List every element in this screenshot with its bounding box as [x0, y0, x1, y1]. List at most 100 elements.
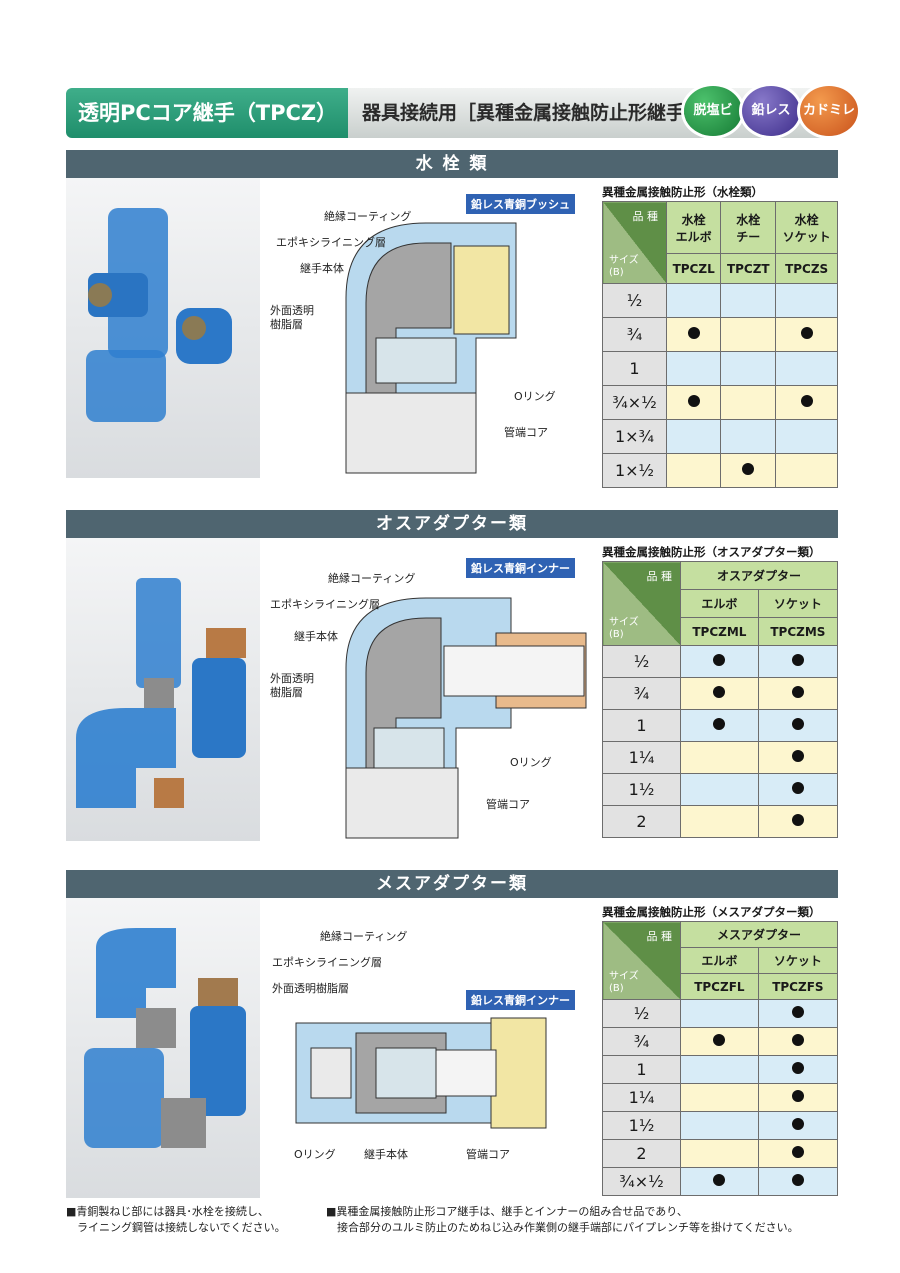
mark-cell: [757, 1027, 839, 1056]
mark-cell: [775, 385, 838, 420]
col-code: TPCZML: [680, 617, 759, 646]
size-cell: ¾: [602, 1027, 681, 1056]
label-o-ring: Oリング: [510, 756, 552, 769]
table-row: 1: [602, 351, 838, 386]
mark-cell: [720, 453, 777, 488]
available-dot-icon: [791, 718, 804, 730]
mark-cell: [665, 283, 722, 318]
mark-cell: [775, 317, 838, 352]
mark-cell: [680, 741, 759, 774]
mark-cell: [680, 999, 759, 1028]
table-row: 1½: [602, 1111, 839, 1140]
mark-cell: [757, 1111, 839, 1140]
available-dot-icon: [791, 1006, 804, 1018]
elbow-diagram-icon: [345, 597, 587, 839]
note-left: ■青銅製ねじ部には器具･水栓を接続し、 ライニング鋼管は接続しないでください。: [66, 1205, 286, 1234]
available-dot-icon: [791, 686, 804, 698]
col-header: エルボ: [680, 947, 759, 974]
socket-diagram-icon: [295, 1017, 547, 1129]
table-title: 異種金属接触防止形（水栓類）: [602, 185, 763, 199]
mark-cell: [757, 709, 839, 742]
size-cell: 2: [602, 805, 681, 838]
mark-cell: [757, 741, 839, 774]
available-dot-icon: [713, 686, 726, 698]
mark-cell: [680, 1139, 759, 1168]
col-code: TPCZMS: [757, 617, 839, 646]
col-header: ソケット: [757, 947, 839, 974]
product-title: 透明PCコア継手（TPCZ）: [66, 88, 348, 138]
table-corner: 品 種 サイズ (B): [602, 921, 681, 1000]
col-code: TPCZFS: [757, 973, 839, 1000]
mark-cell: [680, 1111, 759, 1140]
mark-cell: [775, 283, 838, 318]
cross-section-diagram: 絶縁コーティング エポキシライニング層 継手本体 外面透明 樹脂層 Oリング 管…: [266, 538, 596, 841]
mark-cell: [720, 317, 777, 352]
label-inner-tag: 鉛レス青銅インナー: [466, 990, 575, 1010]
spec-table: 品 種 サイズ (B) メスアダプター エルボ ソケット TPCZFL TPCZ…: [602, 921, 839, 1196]
available-dot-icon: [687, 327, 700, 339]
available-dot-icon: [800, 327, 813, 339]
mark-cell: [680, 1167, 759, 1196]
size-cell: ½: [602, 645, 681, 678]
table-row: 1¼: [602, 741, 839, 774]
size-cell: 1: [602, 351, 667, 386]
available-dot-icon: [800, 395, 813, 407]
table-row: 1: [602, 709, 839, 742]
elbow-diagram-icon: [345, 222, 517, 474]
label-insulation-coating: 絶縁コーティング: [320, 930, 408, 943]
mark-cell: [680, 805, 759, 838]
label-outer-resin: 外面透明樹脂層: [272, 982, 349, 995]
size-cell: ¾: [602, 317, 667, 352]
size-cell: ½: [602, 283, 667, 318]
col-code: TPCZFL: [680, 973, 759, 1000]
fitting-photo-icon: [76, 578, 246, 808]
size-cell: ½: [602, 999, 681, 1028]
size-cell: ¾: [602, 677, 681, 710]
fitting-photo-icon: [86, 208, 232, 422]
size-cell: ¾×½: [602, 385, 667, 420]
section-title: 水 栓 類: [66, 150, 838, 178]
fitting-photo-icon: [84, 928, 246, 1148]
mark-cell: [757, 999, 839, 1028]
col-header: ソケット: [757, 589, 839, 618]
mark-cell: [720, 419, 777, 454]
available-dot-icon: [713, 1034, 726, 1046]
size-cell: 1½: [602, 1111, 681, 1140]
table-row: ¾: [602, 677, 839, 710]
table-row: ¾×½: [602, 385, 838, 420]
mark-cell: [720, 351, 777, 386]
mark-cell: [665, 351, 722, 386]
section-male-adapter: オスアダプター類 絶縁コーティング エポキシライニング層 継手本体 外面透明 樹…: [66, 510, 839, 845]
mark-cell: [775, 419, 838, 454]
label-insulation-coating: 絶縁コーティング: [324, 210, 412, 223]
mark-cell: [775, 453, 838, 488]
available-dot-icon: [742, 463, 755, 475]
mark-cell: [720, 283, 777, 318]
product-photo: [66, 178, 260, 478]
product-photo: [66, 898, 260, 1198]
section-title: オスアダプター類: [66, 510, 838, 538]
table-row: 1×½: [602, 453, 838, 488]
mark-cell: [680, 709, 759, 742]
table-row: ½: [602, 645, 839, 678]
size-cell: 1¼: [602, 741, 681, 774]
available-dot-icon: [791, 750, 804, 762]
cross-section-diagram: 絶縁コーティング エポキシライニング層 外面透明樹脂層 Oリング 継手本体 管端…: [266, 898, 596, 1198]
available-dot-icon: [713, 1174, 726, 1186]
table-row: ½: [602, 999, 839, 1028]
label-epoxy-lining: エポキシライニング層: [270, 598, 380, 611]
mark-cell: [757, 1055, 839, 1084]
group-header: メスアダプター: [680, 921, 838, 948]
available-dot-icon: [791, 814, 804, 826]
badge-no-pvc: 脱塩ビ: [684, 86, 742, 136]
mark-cell: [680, 645, 759, 678]
table-corner: 品 種 サイズ (B): [602, 561, 681, 646]
mark-cell: [680, 1055, 759, 1084]
note-right: ■異種金属接触防止形コア継手は、継手とインナーの組み合せ品であり、 接合部分のユ…: [326, 1205, 799, 1234]
label-body: 継手本体: [364, 1148, 408, 1161]
mark-cell: [665, 419, 722, 454]
label-outer-resin: 外面透明 樹脂層: [270, 672, 314, 699]
